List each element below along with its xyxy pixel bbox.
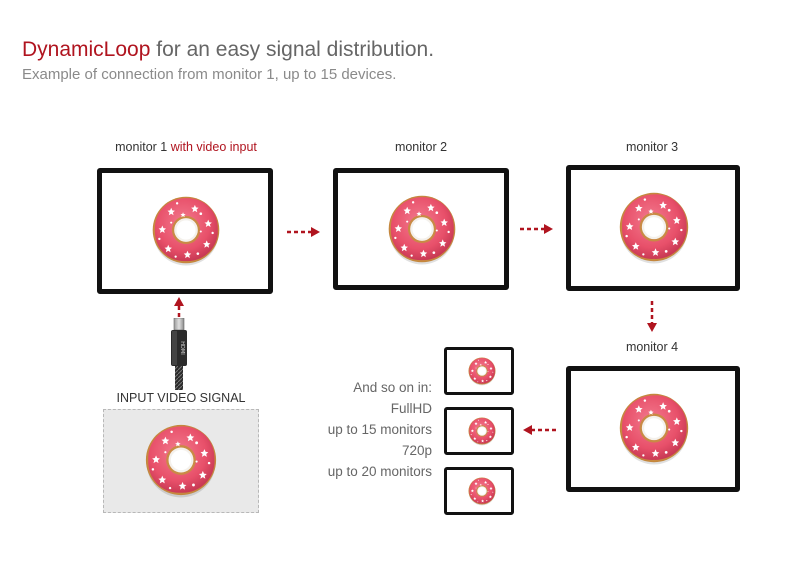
arrow-down-icon	[645, 300, 659, 334]
monitor-3	[566, 165, 740, 291]
monitor-1	[97, 168, 273, 294]
donut-icon	[467, 416, 497, 446]
notes-line-1: And so on in:	[290, 377, 432, 398]
donut-icon	[616, 189, 692, 265]
hdmi-cable-icon: HDMI	[166, 318, 192, 390]
monitor-1-note: with video input	[167, 140, 257, 154]
arrow-right-icon	[519, 222, 555, 236]
monitor-1-name: monitor 1	[115, 140, 167, 154]
donut-icon	[385, 192, 459, 266]
small-monitor-1	[444, 347, 514, 395]
arrow-left-icon	[521, 423, 557, 437]
monitor-4	[566, 366, 740, 492]
notes-line-3: up to 15 monitors	[290, 419, 432, 440]
monitor-2	[333, 168, 509, 290]
donut-icon	[142, 421, 220, 499]
notes-line-5: up to 20 monitors	[290, 461, 432, 482]
brand-name: DynamicLoop	[22, 38, 150, 61]
page-subtitle: Example of connection from monitor 1, up…	[22, 66, 396, 83]
title-text: for an easy signal distribution.	[150, 38, 434, 61]
notes-block: And so on in: FullHD up to 15 monitors 7…	[290, 377, 432, 482]
monitor-2-label: monitor 2	[333, 140, 509, 154]
donut-icon	[616, 390, 692, 466]
donut-icon	[467, 356, 497, 386]
monitor-3-label: monitor 3	[566, 140, 738, 154]
monitor-4-label: monitor 4	[566, 340, 738, 354]
input-signal-label: INPUT VIDEO SIGNAL	[103, 391, 259, 405]
monitor-1-label: monitor 1 with video input	[96, 140, 276, 154]
cable-text: HDMI	[179, 341, 185, 354]
notes-line-2: FullHD	[290, 398, 432, 419]
small-monitor-2	[444, 407, 514, 455]
donut-icon	[149, 193, 223, 267]
arrow-up-icon	[172, 296, 186, 320]
arrow-right-icon	[286, 225, 322, 239]
notes-line-4: 720p	[290, 440, 432, 461]
input-signal-box	[103, 409, 259, 513]
donut-icon	[467, 476, 497, 506]
small-monitor-3	[444, 467, 514, 515]
page-title: DynamicLoop for an easy signal distribut…	[22, 38, 434, 62]
